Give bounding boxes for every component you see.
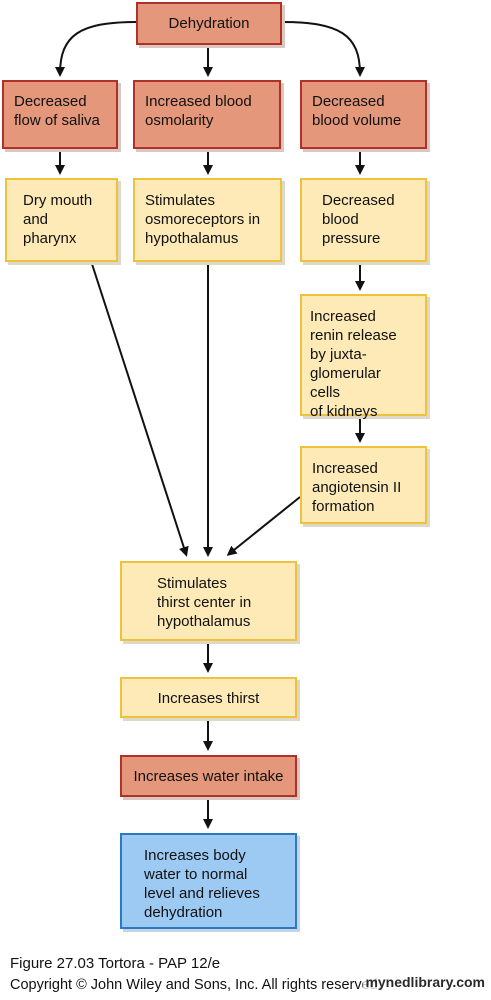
arrow-dehydration-to-volume [281, 21, 365, 77]
figure-caption: Figure 27.03 Tortora - PAP 12/e [10, 955, 221, 972]
node-increases-thirst: Increases thirst [120, 677, 297, 718]
node-body-water: Increases body water to normal level and… [120, 833, 297, 929]
node-water-intake: Increases water intake [120, 755, 297, 797]
node-decreased-pressure: Decreased blood pressure [300, 178, 427, 262]
node-decreased-volume: Decreased blood volume [300, 80, 427, 149]
arrow-dehydration-to-saliva [55, 21, 137, 77]
node-dry-mouth: Dry mouth and pharynx [5, 178, 118, 262]
copyright-caption: Copyright © John Wiley and Sons, Inc. Al… [10, 977, 382, 993]
node-angiotensin: Increased angiotensin II formation [300, 446, 427, 524]
arrow-dry-mouth-to-thirst [91, 263, 189, 557]
node-decreased-saliva: Decreased flow of saliva [2, 80, 118, 149]
node-dehydration: Dehydration [136, 2, 282, 45]
arrow-angiotensin-to-thirst [226, 496, 301, 556]
node-increased-osmolarity: Increased blood osmolarity [133, 80, 281, 149]
node-renin-release: Increased renin release by juxta- glomer… [300, 294, 427, 420]
node-thirst-center: Stimulates thirst center in hypothalamus [120, 561, 297, 641]
node-stimulates-osmoreceptors: Stimulates osmoreceptors in hypothalamus [133, 178, 282, 262]
watermark: mynedlibrary.com [363, 974, 487, 990]
